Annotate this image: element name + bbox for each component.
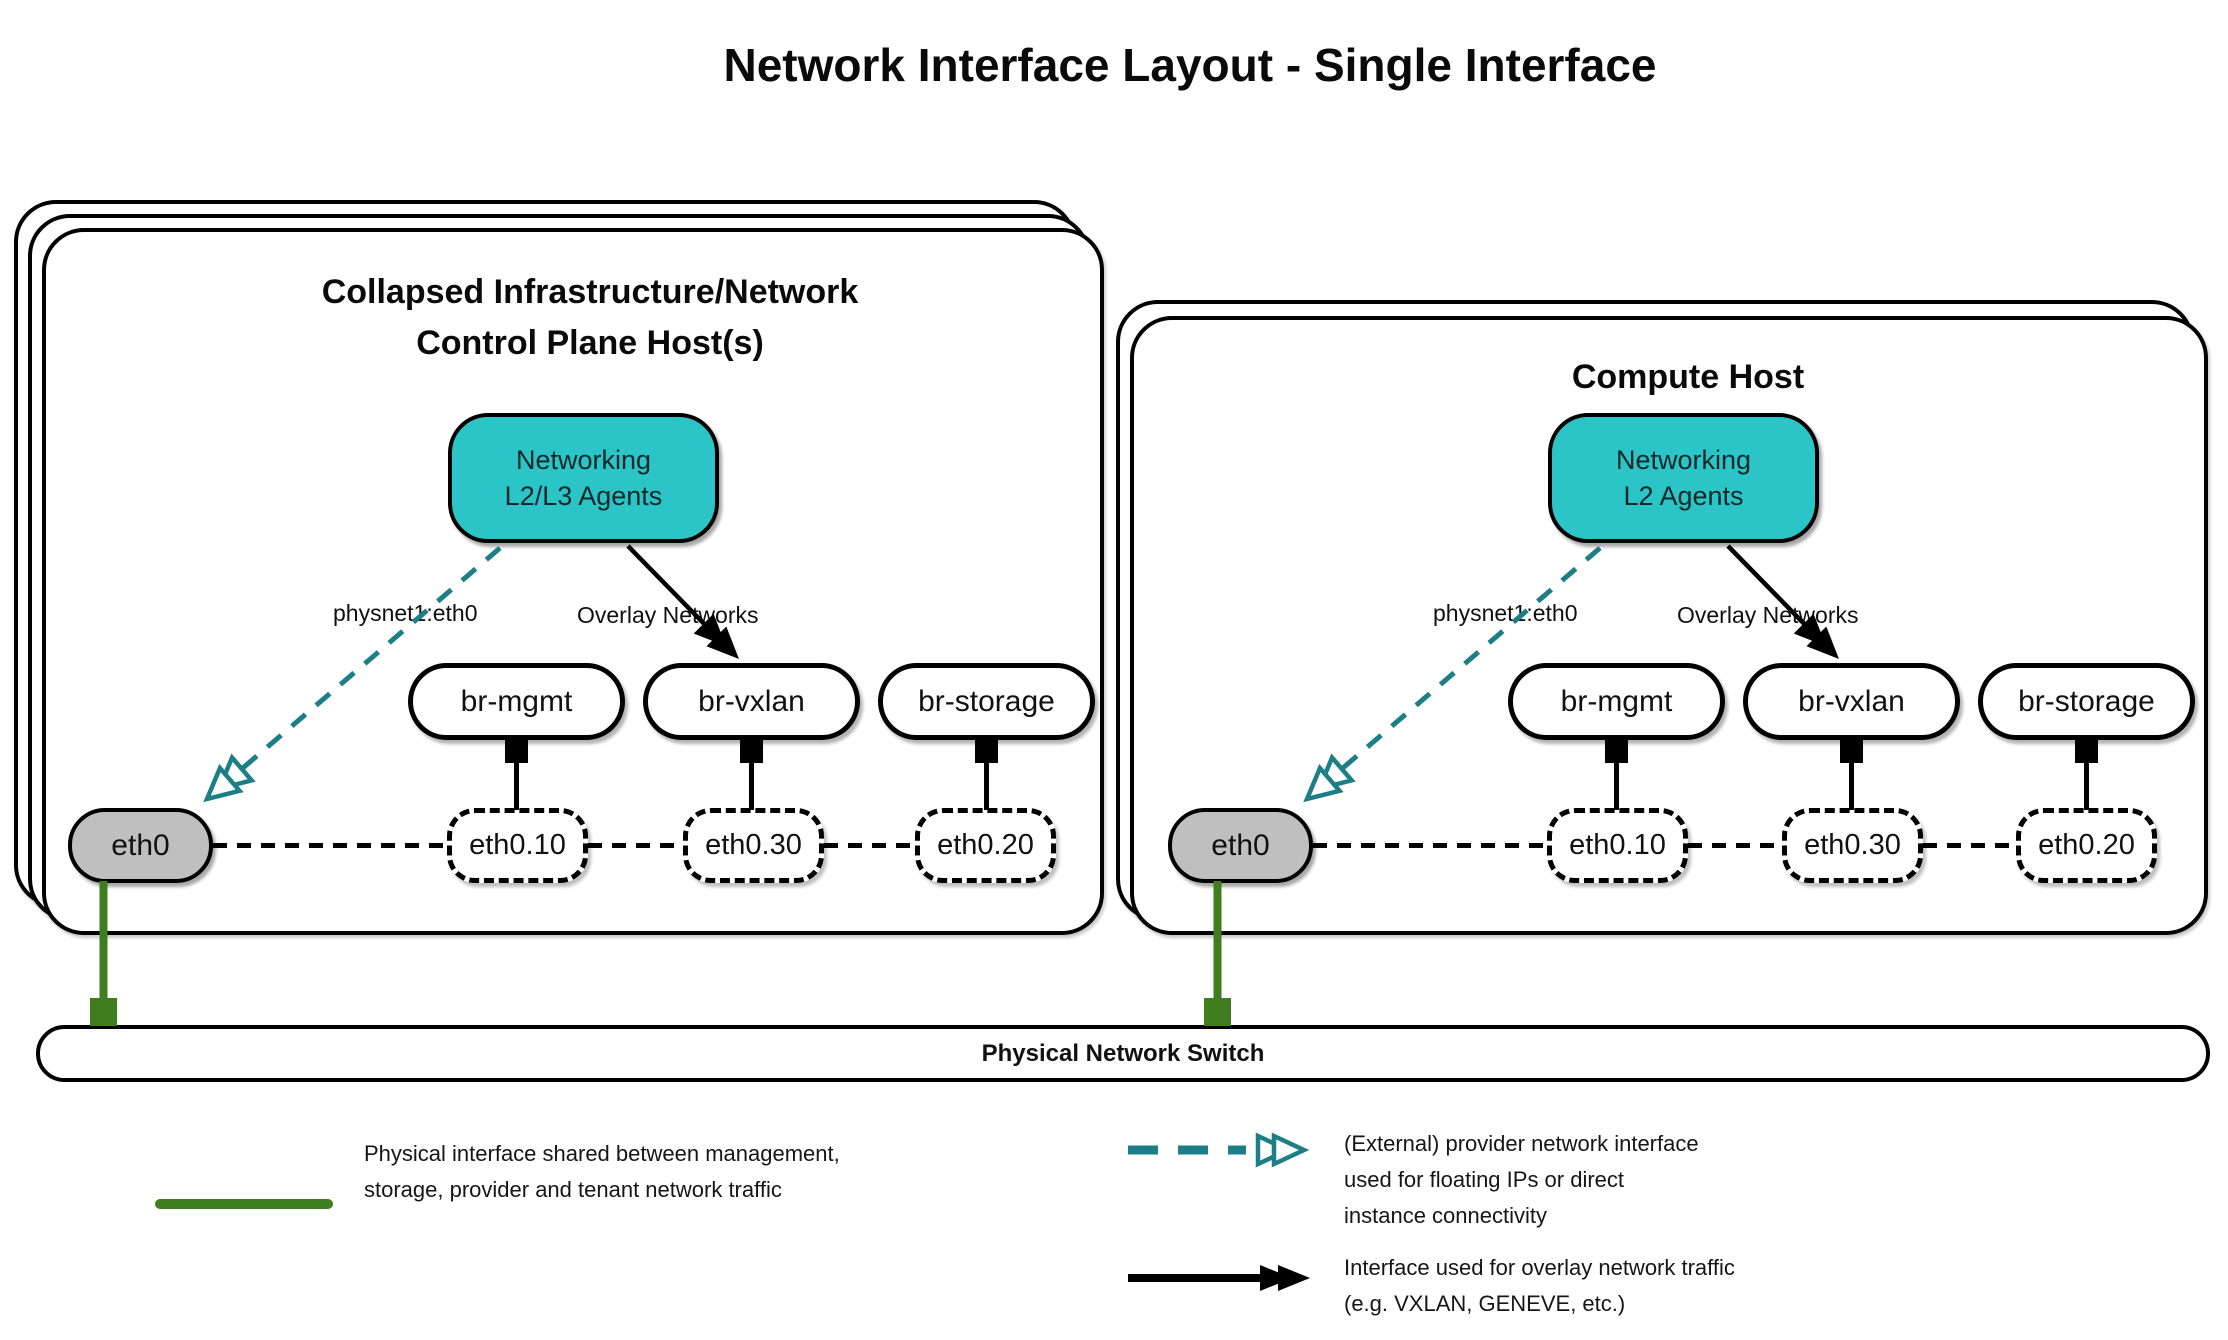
vlan-eth0-20-left: eth0.20 [915,808,1056,883]
compute-host-title: Compute Host [1571,358,1805,396]
legend-provider-line3: instance connectivity [1344,1203,1547,1228]
legend-overlay-text: Interface used for overlay network traff… [1344,1250,1735,1322]
legend-provider-text: (External) provider network interface us… [1344,1126,1699,1234]
bridge-br-vxlan-right: br-vxlan [1743,663,1960,740]
bridge-br-storage-left: br-storage [878,663,1095,740]
legend-overlay-line1: Interface used for overlay network traff… [1344,1255,1735,1280]
legend-physical-line2: storage, provider and tenant network tra… [364,1177,782,1202]
bridge-br-storage-right: br-storage [1978,663,2195,740]
control-host-title-line2: Control Plane Host(s) [416,324,764,362]
control-networking-agents-node: Networking L2/L3 Agents [448,413,719,543]
vlan-eth0-30-right: eth0.30 [1782,808,1923,883]
overlay-networks-label-left: Overlay Networks [577,602,759,628]
vlan-eth0-10-right: eth0.10 [1547,808,1688,883]
agent-label-line1: Networking [1615,445,1752,475]
overlay-networks-label-right: Overlay Networks [1677,602,1859,628]
eth0-node-left: eth0 [68,808,213,883]
bridge-br-vxlan-left: br-vxlan [643,663,860,740]
agent-label-line2: L2/L3 Agents [504,481,663,511]
vlan-eth0-30-left: eth0.30 [683,808,824,883]
bridge-br-mgmt-left: br-mgmt [408,663,625,740]
compute-networking-agents-node: Networking L2 Agents [1548,413,1819,543]
bridge-br-mgmt-right: br-mgmt [1508,663,1725,740]
agent-label-line1: Networking [515,445,652,475]
eth0-node-right: eth0 [1168,808,1313,883]
agent-label-line2: L2 Agents [1623,481,1744,511]
physical-line-icon [155,1199,333,1209]
legend-provider-line2: used for floating IPs or direct [1344,1167,1625,1192]
legend-provider-line1: (External) provider network interface [1344,1131,1699,1156]
overlay-arrow-icon [1128,1265,1310,1291]
provider-network-label-right: physnet1:eth0 [1433,600,1578,626]
vlan-eth0-10-left: eth0.10 [447,808,588,883]
page-title: Network Interface Layout - Single Interf… [723,39,1657,91]
control-host-title-line1: Collapsed Infrastructure/Network [321,273,859,311]
vlan-eth0-20-right: eth0.20 [2016,808,2157,883]
control-host-title: Collapsed Infrastructure/Network Control… [190,267,990,369]
legend-overlay-line2: (e.g. VXLAN, GENEVE, etc.) [1344,1291,1626,1316]
legend-physical-line1: Physical interface shared between manage… [364,1141,840,1166]
legend-physical-text: Physical interface shared between manage… [364,1136,840,1208]
provider-arrow-icon [1128,1132,1310,1168]
physical-network-switch: Physical Network Switch [36,1025,2210,1082]
provider-network-label-left: physnet1:eth0 [333,600,478,626]
switch-label: Physical Network Switch [981,1039,1265,1067]
